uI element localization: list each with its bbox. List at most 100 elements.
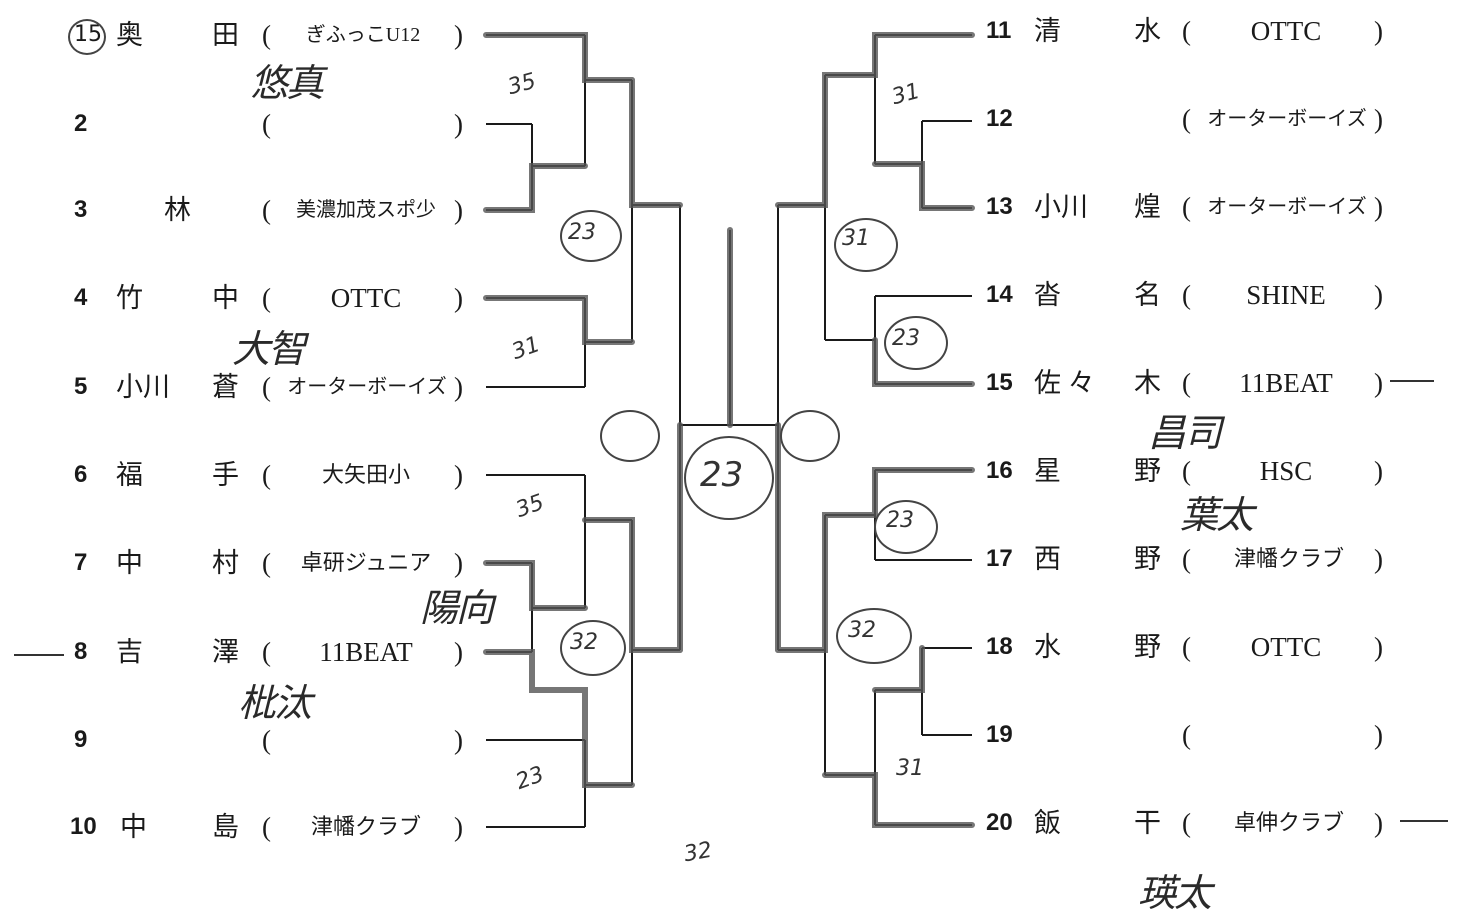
open-paren: ( <box>262 372 271 402</box>
open-paren: ( <box>262 637 271 667</box>
entry-row: 5 小川 蒼 ( オーターボーイズ ) <box>0 367 480 407</box>
close-paren: ) <box>454 20 463 50</box>
club-name: オーターボーイズ <box>287 376 447 398</box>
open-paren: ( <box>1182 720 1191 750</box>
club-name: 卓伸クラブ <box>1233 810 1344 835</box>
close-paren: ) <box>454 548 463 578</box>
entrant-given: 村 <box>212 548 239 578</box>
seed-number: 20 <box>986 809 1013 836</box>
club-name: OTTC <box>1250 632 1322 662</box>
seed-number: 14 <box>986 281 1013 308</box>
club-name: 津幡クラブ <box>1233 546 1344 571</box>
handwritten-name: 葉太 <box>1180 493 1254 537</box>
entrant-given: 澤 <box>212 637 239 667</box>
close-paren: ) <box>454 283 463 313</box>
open-paren: ( <box>1182 632 1191 662</box>
strike-mark <box>1390 380 1434 382</box>
close-paren: ) <box>1374 720 1383 750</box>
entrant-given: 野 <box>1134 632 1161 662</box>
open-paren: ( <box>1182 16 1191 46</box>
entrant-given: 中 <box>212 283 239 313</box>
entrant-given: 煌 <box>1134 192 1161 222</box>
close-paren: ) <box>1374 368 1383 398</box>
close-paren: ) <box>1374 192 1383 222</box>
open-paren: ( <box>1182 456 1191 486</box>
entrant-surname: 小川 <box>116 372 170 402</box>
entrant-surname: 佐 々 <box>1034 368 1095 398</box>
close-paren: ) <box>454 195 463 225</box>
seed-number: 11 <box>986 17 1012 44</box>
seed-number: 5 <box>74 373 88 400</box>
close-paren: ) <box>1374 16 1383 46</box>
entrant-given: 野 <box>1134 544 1161 574</box>
entrant-surname: 星 <box>1034 456 1061 486</box>
entrant-surname: 沓 <box>1034 280 1061 310</box>
entry-row: 14 沓 名 ( SHINE ) <box>986 275 1406 315</box>
open-paren: ( <box>1182 808 1191 838</box>
entry-row: 3 林 ( 美濃加茂スポ少 ) <box>0 190 480 230</box>
open-paren: ( <box>1182 280 1191 310</box>
seed-number: 18 <box>986 633 1013 660</box>
score-circle <box>834 218 898 272</box>
open-paren: ( <box>262 109 271 139</box>
entry-row: 15 佐 々 木 ( 11BEAT ) <box>986 363 1406 403</box>
open-paren: ( <box>262 283 271 313</box>
strike-mark <box>1400 820 1448 822</box>
seed-number: 7 <box>74 549 88 576</box>
club-name: SHINE <box>1246 280 1326 310</box>
entrant-given: 野 <box>1134 456 1161 486</box>
match-score: 32 <box>682 837 714 868</box>
close-paren: ) <box>454 460 463 490</box>
club-name: 卓研ジュニア <box>300 550 432 575</box>
match-score: 31 <box>896 756 924 781</box>
seed-number: 4 <box>74 284 88 311</box>
seed-circle <box>68 19 106 55</box>
open-paren: ( <box>1182 544 1191 574</box>
seed-number: 10 <box>70 813 97 840</box>
seed-number: 13 <box>986 193 1013 220</box>
score-circle <box>600 410 660 462</box>
open-paren: ( <box>262 725 271 755</box>
club-name: 11BEAT <box>319 637 413 667</box>
seed-number: 19 <box>986 721 1013 748</box>
score-circle <box>684 436 774 520</box>
club-name: オーターボーイズ <box>1207 108 1367 130</box>
open-paren: ( <box>262 20 271 50</box>
entrant-surname: 清 <box>1034 16 1061 46</box>
open-paren: ( <box>262 460 271 490</box>
entrant-given: 干 <box>1134 808 1161 838</box>
club-name: 大矢田小 <box>321 462 410 487</box>
close-paren: ) <box>454 812 463 842</box>
seed-number: 16 <box>986 457 1013 484</box>
handwritten-name: 悠真 <box>250 61 324 105</box>
close-paren: ) <box>454 725 463 755</box>
handwritten-name: 瑛太 <box>1138 871 1212 915</box>
club-name: OTTC <box>1250 16 1322 46</box>
seed-number: 12 <box>986 105 1013 132</box>
handwritten-name: 陽向 <box>420 586 494 630</box>
seed-number: 8 <box>74 638 88 665</box>
entry-row: 13 小川 煌 ( オーターボーイズ ) <box>986 187 1406 227</box>
open-paren: ( <box>262 812 271 842</box>
entry-row: 18 水 野 ( OTTC ) <box>986 627 1406 667</box>
entrant-surname: 中 <box>120 812 147 842</box>
handwritten-name: 昌司 <box>1148 411 1222 455</box>
entry-row: 4 竹 中 ( OTTC ) <box>0 278 480 318</box>
close-paren: ) <box>1374 808 1383 838</box>
open-paren: ( <box>262 195 271 225</box>
entrant-given: 手 <box>212 460 239 490</box>
entrant-surname: 林 <box>164 195 191 225</box>
entry-row: 10 中 島 ( 津幡クラブ ) <box>0 807 480 847</box>
strike-mark <box>14 654 64 656</box>
open-paren: ( <box>262 548 271 578</box>
open-paren: ( <box>1182 368 1191 398</box>
seed-number: 15 <box>986 369 1013 396</box>
entry-row: 9 ( ) <box>0 720 480 760</box>
open-paren: ( <box>1182 104 1191 134</box>
score-circle <box>780 410 840 462</box>
close-paren: ) <box>1374 456 1383 486</box>
club-name: OTTC <box>330 283 402 313</box>
score-circle <box>874 500 938 554</box>
close-paren: ) <box>1374 104 1383 134</box>
